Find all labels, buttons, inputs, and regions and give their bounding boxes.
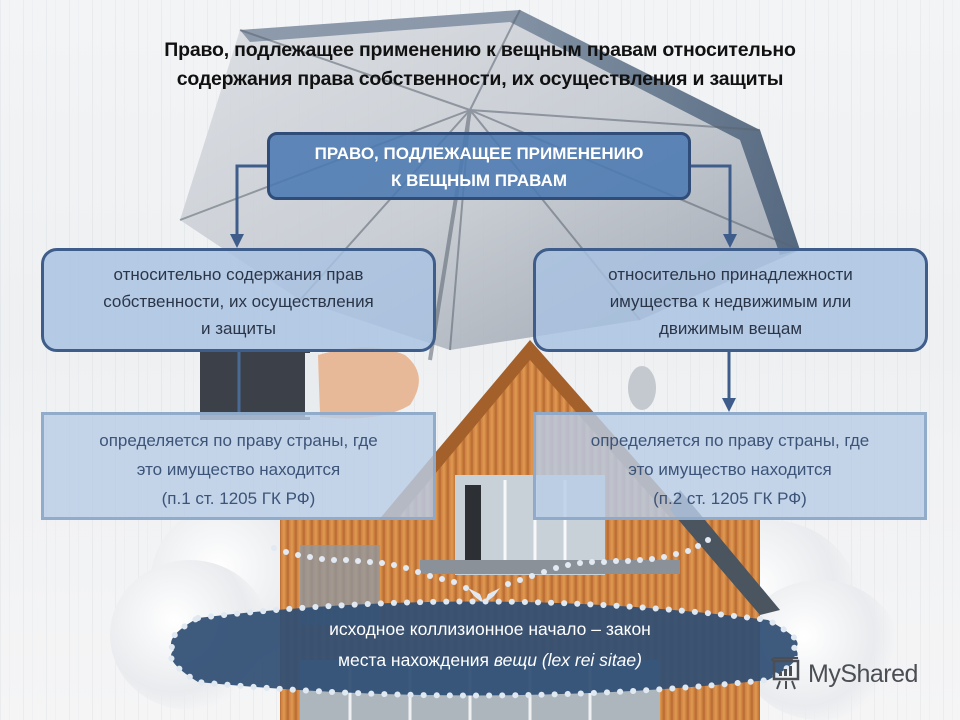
category-line: имущества к недвижимым или	[609, 292, 852, 311]
rule-line: определяется по праву страны, где	[590, 431, 870, 450]
rule-citation: (п.1 ст. 1205 ГК РФ)	[161, 489, 316, 508]
title-line-1: Право, подлежащее применению к вещным пр…	[164, 39, 796, 61]
category-line: собственности, их осуществления	[103, 292, 374, 311]
category-node-classification: относительно принадлежности имущества к …	[533, 248, 928, 352]
category-line: относительно принадлежности	[608, 265, 853, 284]
category-node-content: относительно содержания прав собственнос…	[41, 248, 436, 352]
conclusion-banner-shape	[168, 598, 800, 699]
conclusion-line-2: места нахождения вещи (lex rei sitae)	[200, 645, 780, 676]
rule-line: это имущество находится	[628, 460, 832, 479]
slide-title: Право, подлежащее применению к вещным пр…	[60, 36, 900, 94]
rule-node-article-1: определяется по праву страны, где это им…	[41, 412, 436, 520]
conclusion-text: исходное коллизионное начало – закон мес…	[200, 614, 780, 676]
presentation-chart-icon	[771, 657, 800, 690]
watermark-label: MyShared	[808, 659, 918, 688]
rule-node-article-2: определяется по праву страны, где это им…	[533, 412, 927, 520]
title-line-2: содержания права собственности, их осуще…	[176, 68, 784, 90]
rule-line: определяется по праву страны, где	[99, 431, 378, 450]
conclusion-line-2-italic: вещи (lex rei sitae)	[493, 650, 642, 670]
myshared-watermark[interactable]: MyShared	[770, 656, 918, 692]
rule-citation: (п.2 ст. 1205 ГК РФ)	[653, 489, 807, 508]
category-line: и защиты	[201, 319, 276, 338]
rule-line: это имущество находится	[136, 460, 341, 479]
conclusion-line-1: исходное коллизионное начало – закон	[329, 619, 651, 639]
category-line: движимым вещам	[658, 319, 803, 338]
root-node-line-2: К ВЕЩНЫМ ПРАВАМ	[390, 171, 568, 190]
root-node-line-1: ПРАВО, ПОДЛЕЖАЩЕЕ ПРИМЕНЕНИЮ	[314, 144, 644, 163]
hand-illustration	[200, 347, 419, 420]
category-line: относительно содержания прав	[113, 265, 364, 284]
conclusion-line-2-regular: места нахождения	[338, 650, 494, 670]
root-node: ПРАВО, ПОДЛЕЖАЩЕЕ ПРИМЕНЕНИЮ К ВЕЩНЫМ ПР…	[267, 132, 691, 200]
